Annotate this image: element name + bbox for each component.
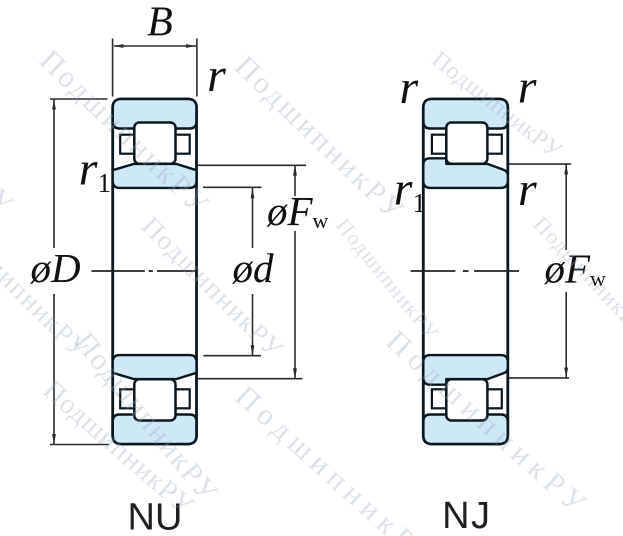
svg-text:r: r <box>518 60 537 113</box>
svg-text:r1: r1 <box>79 143 111 199</box>
svg-text:r: r <box>207 49 226 102</box>
svg-text:NJ: NJ <box>442 495 491 536</box>
svg-text:r: r <box>399 61 418 114</box>
svg-text:r: r <box>518 163 537 216</box>
svg-text:ød: ød <box>232 245 275 291</box>
svg-text:øD: øD <box>29 245 80 291</box>
svg-text:øFw: øFw <box>266 188 329 234</box>
svg-text:NU: NU <box>128 497 183 536</box>
svg-text:B: B <box>147 0 173 46</box>
